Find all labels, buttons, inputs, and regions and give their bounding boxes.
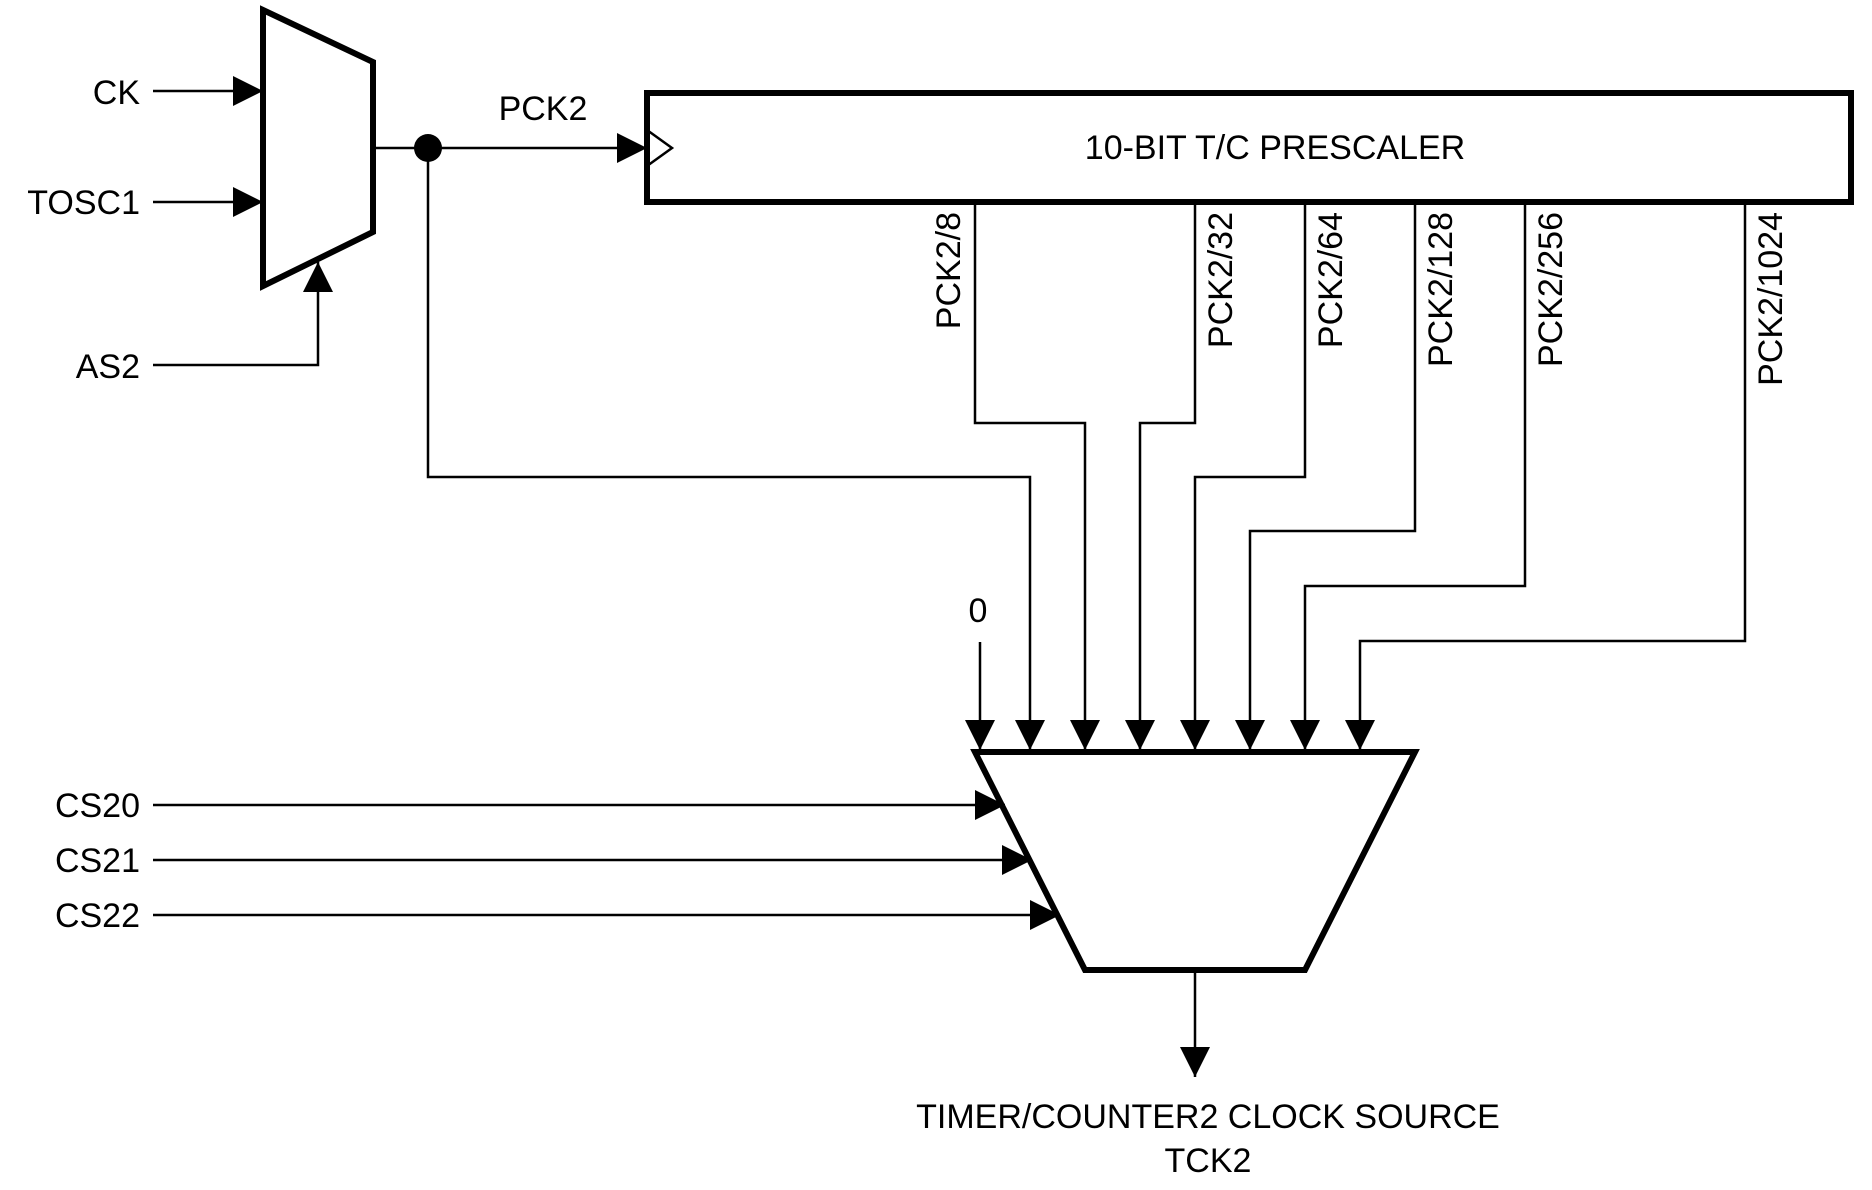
cs21-label: CS21: [55, 842, 140, 880]
tap-pck2-64-label: PCK2/64: [1312, 212, 1350, 348]
zero-input-label: 0: [969, 592, 988, 630]
source-mux: [260, 5, 376, 291]
pck2-label: PCK2: [499, 90, 588, 128]
tap-pck2-256-wire: [1290, 202, 1527, 750]
prescaler-label: 10-BIT T/C PRESCALER: [1085, 129, 1465, 167]
output-label-line2: TCK2: [1165, 1142, 1252, 1180]
clock-input-icon: [646, 128, 675, 168]
tap-pck2-1024-label: PCK2/1024: [1752, 212, 1790, 386]
clock-select-mux: [970, 749, 1420, 973]
tap-pck2-64-wire: [1180, 202, 1307, 750]
tap-pck2-8-label: PCK2/8: [930, 212, 968, 329]
as2-wire: [153, 262, 333, 367]
tap-pck2-128-label: PCK2/128: [1422, 212, 1460, 367]
tap-pck2-1024-wire: [1345, 202, 1747, 750]
cs20-label: CS20: [55, 787, 140, 825]
prescaler-box: [644, 90, 1854, 205]
ck-label: CK: [93, 74, 141, 112]
cs22-label: CS22: [55, 897, 140, 935]
as2-label: AS2: [76, 348, 140, 386]
output-label-line1: TIMER/COUNTER2 CLOCK SOURCE: [916, 1098, 1500, 1136]
tap-pck2-128-wire: [1235, 202, 1417, 750]
tap-pck2-8-wire: [973, 202, 1100, 750]
tap-pck2-256-label: PCK2/256: [1532, 212, 1570, 367]
tosc1-label: TOSC1: [27, 184, 140, 222]
tap-pck2-32-wire: [1125, 202, 1197, 750]
tap-pck2-32-label: PCK2/32: [1202, 212, 1240, 348]
pck2-direct-wire: [426, 148, 1045, 750]
